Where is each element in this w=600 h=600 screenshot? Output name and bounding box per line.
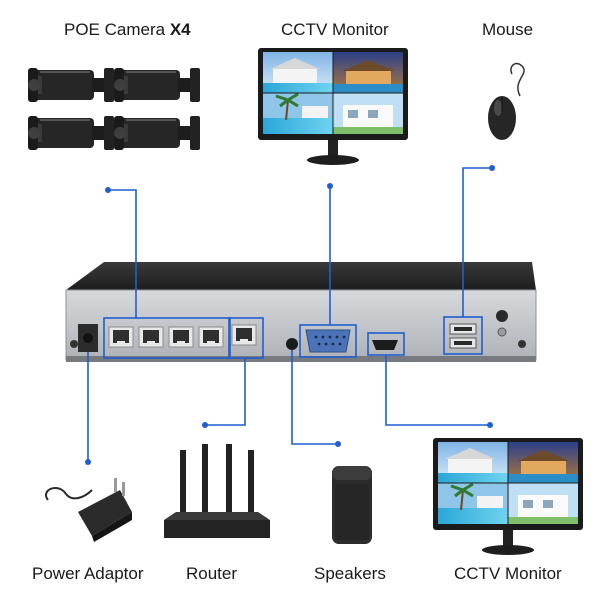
label-speakers: Speakers xyxy=(314,564,386,583)
power-adaptor-icon xyxy=(45,478,132,542)
camera-icon xyxy=(27,67,201,151)
label-power-adaptor: Power Adaptor xyxy=(32,564,144,583)
router-icon xyxy=(164,444,270,538)
monitor-icon xyxy=(256,46,410,167)
label-poe-camera: POE Camera X4 xyxy=(64,20,191,40)
label-cctv-monitor-top: CCTV Monitor xyxy=(281,20,389,39)
label-mouse: Mouse xyxy=(482,20,534,39)
mouse-icon xyxy=(488,62,525,140)
monitor-icon xyxy=(431,436,585,557)
poe-camera-count: X4 xyxy=(169,20,191,39)
label-cctv-monitor-bottom: CCTV Monitor xyxy=(454,564,562,583)
connector-dots xyxy=(85,165,495,465)
speaker-icon xyxy=(332,466,372,544)
nvr-icon xyxy=(65,262,537,362)
connector-lines xyxy=(87,167,492,462)
poe-camera-text: POE Camera xyxy=(64,20,166,39)
label-router: Router xyxy=(186,564,238,583)
